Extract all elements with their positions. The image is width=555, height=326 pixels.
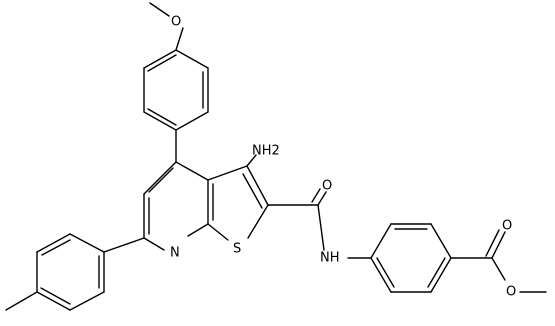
ester-group [450,229,547,293]
bond [40,287,71,305]
methoxy-group [149,2,184,51]
methoxy-oxygen-label: O [171,15,181,30]
amino-bond [246,154,257,167]
bond [317,204,325,251]
bond [175,27,184,51]
bond [370,257,392,293]
thiophene-sulfur-label: S [233,242,241,257]
amide-nh-label: NH [320,251,340,266]
bond [147,108,177,126]
bond [207,223,229,241]
bond [246,165,269,206]
bond [103,237,145,253]
bond [430,257,452,293]
bond [317,191,327,206]
bond [207,165,248,181]
pyridine-nitrogen-label: N [170,246,180,261]
bond [175,111,209,131]
bond [370,223,392,259]
methoxyphenyl-ring [143,49,209,163]
bond [485,229,500,257]
ester-carbonyl-oxygen-label: O [502,219,512,234]
bond [427,257,446,288]
tolyl-ring [5,233,145,311]
bond [148,167,174,193]
bond [491,257,506,281]
bond [242,173,263,209]
bond [143,161,177,195]
bond [5,291,38,311]
amino-label: NH2 [252,144,280,159]
bond [246,154,257,167]
bond [247,204,269,239]
bond [376,257,395,288]
bond [143,49,177,69]
bond [430,223,452,259]
ester-oxygen-label: O [506,285,516,300]
bond [41,239,71,256]
bond [491,231,506,259]
bond [143,111,177,131]
bond [175,49,209,69]
bond [175,161,209,181]
amide-oxygen-label: O [322,179,332,194]
thiophene-ring [207,165,269,241]
benzoate-ring [370,223,452,293]
bond [311,188,321,203]
bond [36,291,71,311]
bond [143,237,165,251]
bond [149,2,170,17]
bond [69,233,105,253]
bond [36,233,71,253]
bond [69,291,105,311]
bond [147,54,177,72]
bond [187,223,209,237]
amide-group [267,188,372,259]
pyridine-ring [143,161,214,251]
